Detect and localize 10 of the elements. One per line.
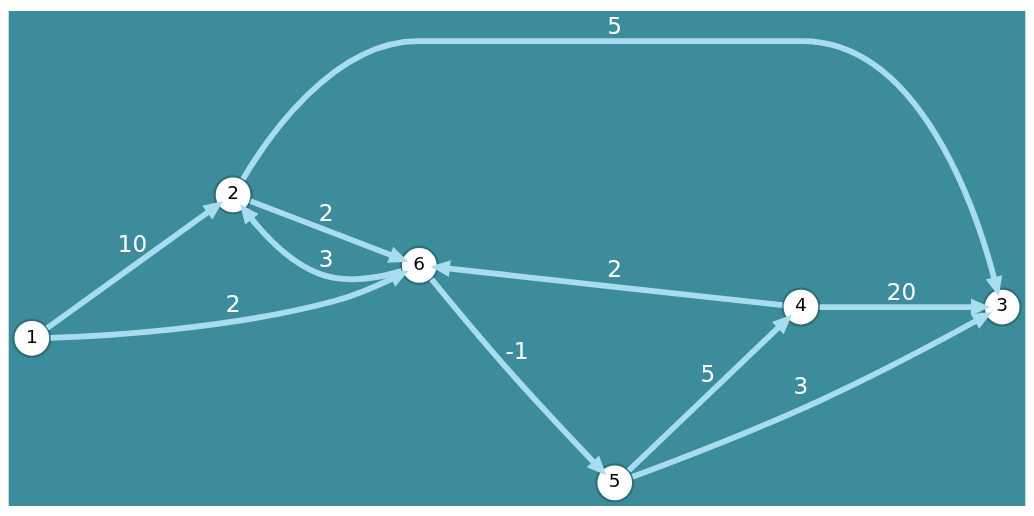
edge-label: 3 xyxy=(793,372,809,399)
edge-label: 5 xyxy=(607,12,623,39)
edge-label: 2 xyxy=(607,255,623,282)
edge-label: 3 xyxy=(318,245,334,272)
edge-label: 5 xyxy=(700,360,716,387)
edge-label: 20 xyxy=(886,278,917,305)
edge-label: 10 xyxy=(117,230,148,257)
edge-label: 2 xyxy=(225,290,241,317)
edge-label: 2 xyxy=(318,199,334,226)
edge-label: -1 xyxy=(505,337,529,364)
